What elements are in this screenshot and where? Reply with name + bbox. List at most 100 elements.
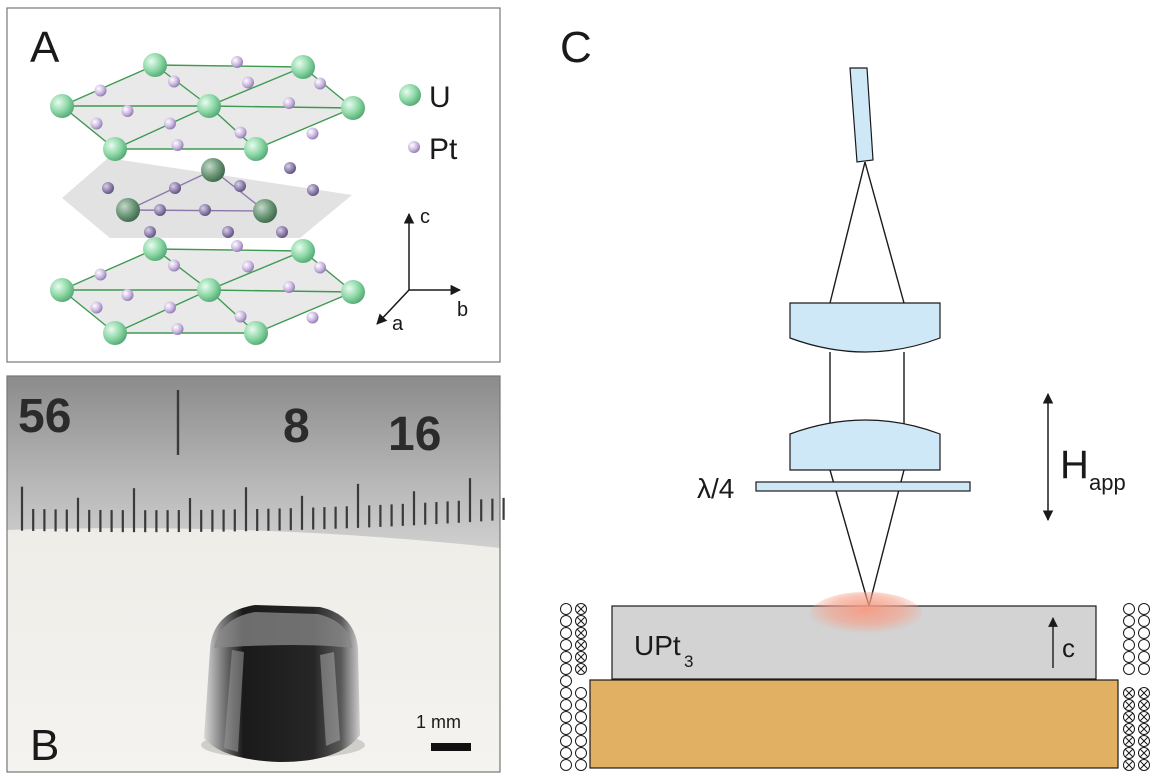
panel-b-photo: 56 8 16 1 mm bbox=[7, 376, 505, 772]
pt-atom bbox=[90, 301, 103, 314]
coil-wire-out bbox=[1138, 615, 1150, 627]
coil-wire-out bbox=[1123, 615, 1135, 627]
axis-triad: c b a bbox=[376, 206, 468, 335]
u-atom bbox=[244, 321, 268, 345]
coil-wire-out bbox=[1138, 627, 1150, 639]
coil-wire-out bbox=[560, 651, 572, 663]
pt-atom bbox=[283, 281, 295, 293]
lattice-legend: U Pt bbox=[399, 81, 458, 166]
b-axis-label: b bbox=[457, 299, 468, 321]
u-legend-label: U bbox=[429, 81, 451, 114]
coil-wire-out bbox=[560, 603, 572, 615]
coil-wire-out bbox=[575, 723, 587, 735]
u-atom bbox=[253, 199, 277, 223]
u-atom bbox=[103, 137, 127, 161]
coil-wire-out bbox=[560, 699, 572, 711]
pt-atom bbox=[144, 226, 156, 238]
applied-field-label: H bbox=[1060, 443, 1089, 487]
crystal-lattice bbox=[50, 53, 365, 345]
coil-wire-out bbox=[560, 723, 572, 735]
quarter-wave-plate bbox=[755, 481, 971, 492]
pt-atom bbox=[234, 310, 247, 323]
pt-atom bbox=[90, 117, 103, 130]
ruler bbox=[7, 376, 500, 548]
coil-wire-out bbox=[1123, 627, 1135, 639]
coil-wire-out bbox=[575, 735, 587, 747]
lattice-layer-bottom bbox=[50, 237, 365, 345]
u-atom bbox=[341, 96, 365, 120]
ruler-ticks bbox=[20, 390, 505, 533]
pt-legend-atom bbox=[408, 141, 420, 153]
pt-atom bbox=[94, 268, 107, 281]
coil-wire-out bbox=[560, 663, 572, 675]
pt-atom bbox=[121, 105, 134, 117]
pt-atom bbox=[242, 76, 254, 89]
u-atom bbox=[116, 198, 140, 222]
coil-wire-out bbox=[560, 627, 572, 639]
c-axis-label: c bbox=[420, 206, 430, 228]
u-atom bbox=[197, 278, 221, 302]
a-axis-arrow bbox=[376, 289, 410, 325]
ruler-number-56: 56 bbox=[18, 390, 71, 443]
coil-wire-out bbox=[560, 615, 572, 627]
lattice-layer-middle bbox=[102, 158, 319, 238]
u-atom bbox=[50, 278, 74, 302]
focusing-lens bbox=[789, 419, 941, 471]
pt-atom bbox=[306, 127, 319, 140]
pt-atom bbox=[231, 56, 243, 68]
u-atom bbox=[143, 237, 167, 261]
pt-atom bbox=[314, 77, 326, 90]
u-atom bbox=[244, 137, 268, 161]
coil-wire-out bbox=[575, 687, 587, 699]
coil-wire-out bbox=[1138, 639, 1150, 651]
coil-wire-out bbox=[1138, 603, 1150, 615]
upt3-crystal bbox=[201, 605, 365, 762]
sample-label: UPt bbox=[634, 630, 681, 661]
pt-atom bbox=[168, 75, 180, 88]
u-atom bbox=[50, 94, 74, 118]
coil-wire-out bbox=[560, 687, 572, 699]
u-atom bbox=[291, 55, 315, 79]
coil-wire-out bbox=[575, 747, 587, 759]
u-atom bbox=[197, 94, 221, 118]
coil-wire-out bbox=[1123, 603, 1135, 615]
pt-atom bbox=[102, 182, 114, 194]
pt-legend-label: Pt bbox=[429, 133, 458, 166]
coil-wire-out bbox=[560, 735, 572, 747]
pt-atom bbox=[276, 226, 288, 238]
pt-atom bbox=[121, 289, 134, 301]
substrate bbox=[589, 679, 1119, 769]
sample-c-axis-label: c bbox=[1062, 633, 1075, 663]
coil-wire-out bbox=[1123, 651, 1135, 663]
pt-atom bbox=[171, 139, 184, 151]
ruler-number-8: 8 bbox=[283, 400, 310, 453]
optical-fiber bbox=[849, 67, 874, 163]
u-atom bbox=[103, 321, 127, 345]
pt-atom bbox=[171, 323, 184, 335]
pt-atom bbox=[164, 117, 176, 130]
pt-atom bbox=[164, 301, 176, 314]
ruler-number-16: 16 bbox=[388, 408, 441, 461]
scale-bar-text: 1 mm bbox=[416, 712, 461, 732]
applied-field-subscript: app bbox=[1089, 470, 1126, 495]
coil-wire-out bbox=[560, 675, 572, 687]
pt-atom bbox=[222, 226, 234, 238]
pt-atom bbox=[154, 204, 166, 216]
pt-atom bbox=[169, 182, 181, 194]
pt-atom bbox=[306, 311, 319, 324]
coil-wire-out bbox=[560, 759, 572, 771]
pt-atom bbox=[234, 180, 246, 192]
laser-spot bbox=[810, 592, 922, 636]
panel-c-label: C bbox=[560, 23, 592, 72]
coil-wire-out bbox=[1123, 639, 1135, 651]
a-axis-label: a bbox=[392, 313, 404, 335]
pt-atom bbox=[307, 184, 319, 196]
coil-wire-out bbox=[1138, 651, 1150, 663]
collimating-lens bbox=[789, 302, 941, 353]
coil-wire-out bbox=[1123, 663, 1135, 675]
coil-wire-out bbox=[575, 711, 587, 723]
coil-wire-out bbox=[560, 747, 572, 759]
pt-atom bbox=[234, 126, 247, 139]
panel-b-label: B bbox=[30, 721, 59, 770]
